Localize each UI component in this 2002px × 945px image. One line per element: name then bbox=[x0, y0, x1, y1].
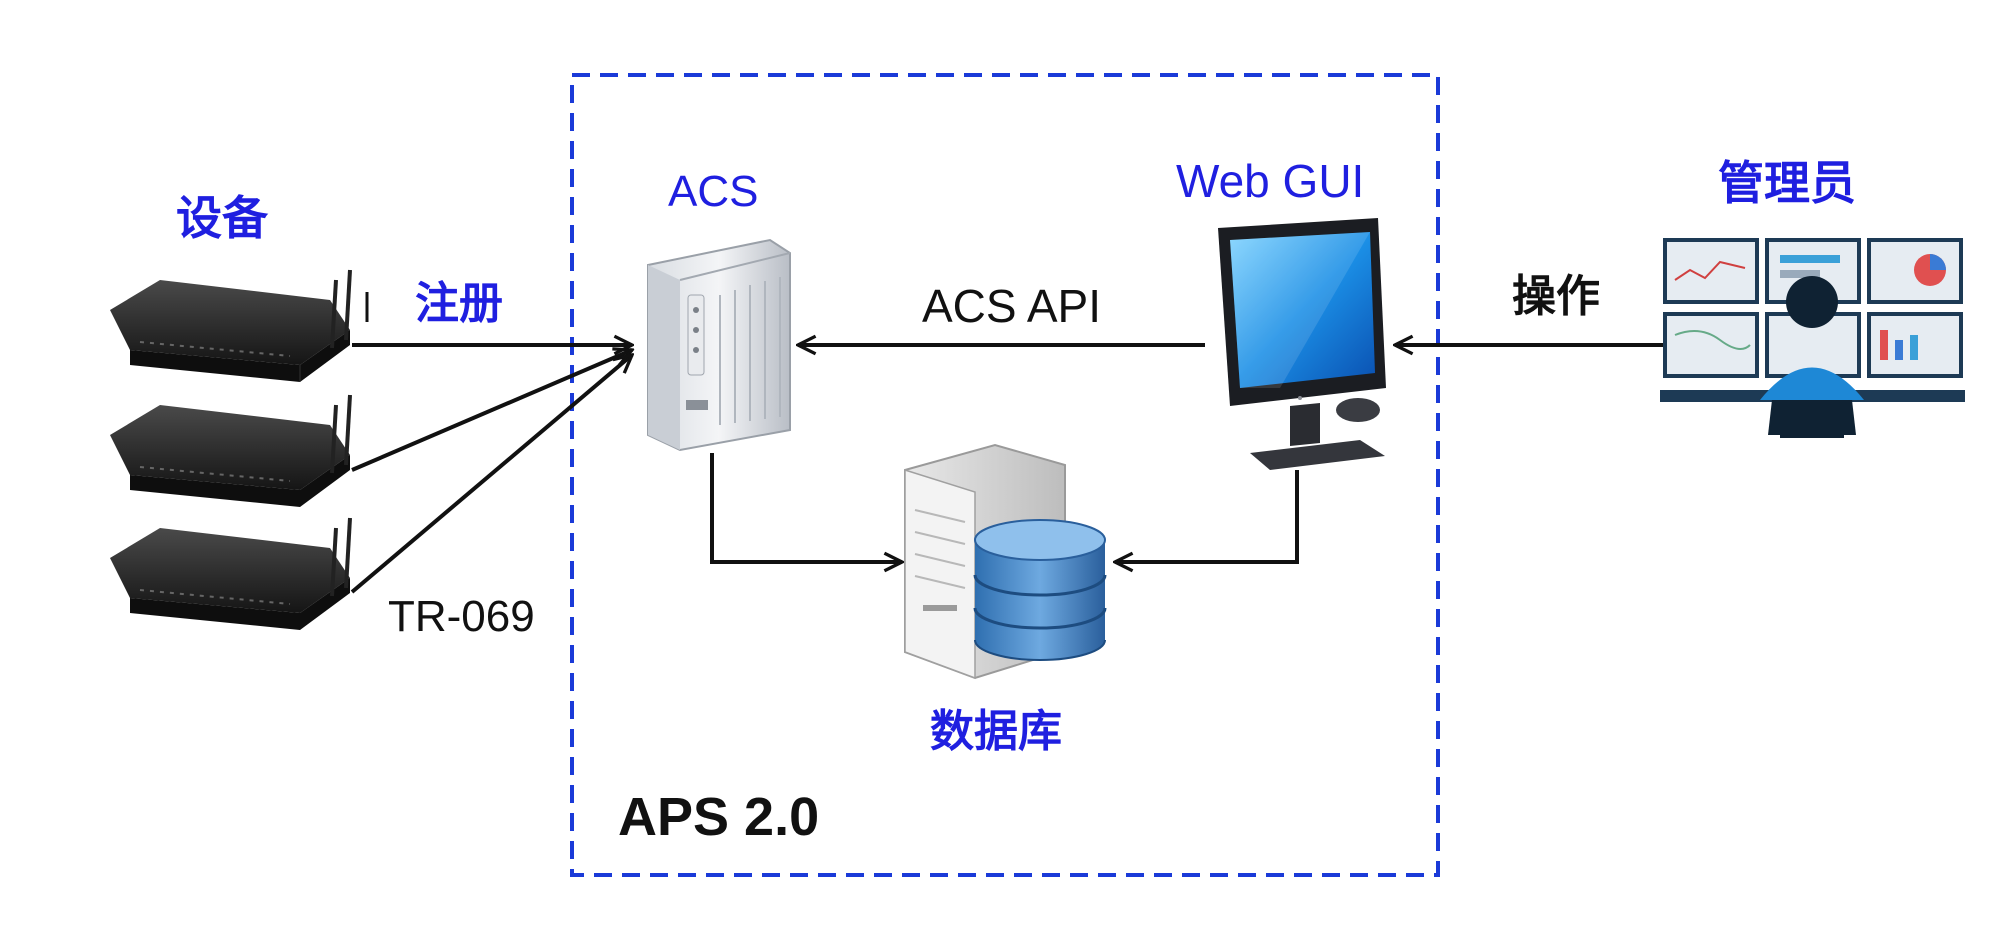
database-server-icon bbox=[904, 443, 1107, 680]
acs-api-label: ACS API bbox=[922, 280, 1101, 332]
acs-label: ACS bbox=[668, 167, 759, 216]
router-icon bbox=[110, 517, 352, 630]
operate-label: 操作 bbox=[1512, 272, 1600, 321]
database-label: 数据库 bbox=[930, 707, 1062, 756]
devices-label: 设备 bbox=[176, 192, 268, 244]
arrow-webgui-to-database bbox=[1115, 470, 1299, 562]
router-icon bbox=[110, 269, 352, 382]
database-cylinder bbox=[973, 519, 1107, 661]
system-title: APS 2.0 bbox=[618, 787, 820, 847]
arrow-acs-to-database bbox=[710, 453, 902, 562]
web-gui-label: Web GUI bbox=[1176, 155, 1365, 207]
admin-label: 管理员 bbox=[1718, 157, 1856, 209]
router-icon bbox=[110, 394, 352, 507]
register-label: 注册 bbox=[415, 279, 503, 328]
tr069-label: TR-069 bbox=[388, 592, 535, 641]
system-boundary bbox=[570, 73, 1440, 877]
acs-server-icon bbox=[647, 238, 791, 452]
monitor-icon bbox=[1218, 218, 1386, 470]
admin-workstation-icon bbox=[1660, 238, 1965, 438]
arrow-device-2-to-acs bbox=[351, 350, 632, 472]
arrow-device-3-to-acs bbox=[350, 355, 632, 594]
